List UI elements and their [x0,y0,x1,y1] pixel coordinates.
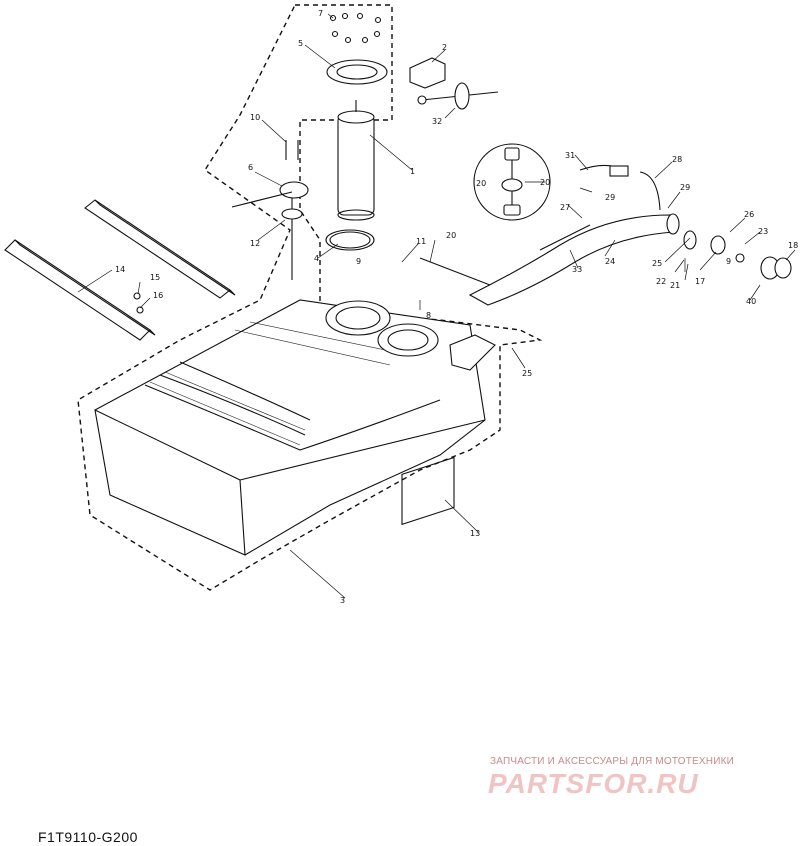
callout-13: 13 [470,529,480,538]
callout-29a: 29 [680,183,690,192]
mounting-rails [4,199,236,341]
callout-21: 21 [670,281,680,290]
callout-4: 4 [314,254,319,263]
callout-7: 7 [318,9,323,18]
callout-12: 12 [250,239,260,248]
callout-32: 32 [432,117,442,126]
filler-cap-parts [683,230,792,280]
callout-11: 11 [416,237,426,246]
fuel-pump [337,100,375,221]
callout-14: 14 [115,265,125,274]
callout-16: 16 [153,291,163,300]
assembly-group-outline [77,4,543,591]
callout-20c: 20 [446,231,456,240]
callout-26: 26 [744,210,754,219]
callout-40: 40 [746,297,756,306]
callout-10: 10 [250,113,260,122]
callout-9b: 9 [726,257,731,266]
watermark-logo: PARTSFOR.RU [488,768,699,799]
bracket [409,57,446,89]
callout-1: 1 [410,167,415,176]
callout-27: 27 [560,203,570,212]
callout-9a: 9 [356,257,361,266]
callout-25b: 25 [522,369,532,378]
callout-5: 5 [298,39,303,48]
callout-15: 15 [150,273,160,282]
drawing-code: F1T9110-G200 [38,829,138,845]
callout-29b: 29 [605,193,615,202]
callout-2: 2 [442,43,447,52]
callout-17: 17 [695,277,705,286]
detail-inset [473,143,551,221]
callout-24: 24 [605,257,615,266]
sender-unit [231,140,309,280]
pump-ring [326,59,388,85]
callout-18: 18 [788,241,798,250]
callout-20b: 20 [476,179,486,188]
callout-22: 22 [656,277,666,286]
watermark-tagline: ЗАПЧАСТИ И АКСЕССУАРЫ ДЛЯ МОТОТЕХНИКИ [490,756,735,767]
long-bolt [417,82,499,110]
callout-28: 28 [672,155,682,164]
callout-20a: 20 [540,178,550,187]
callout-33: 33 [572,265,582,274]
callout-6: 6 [248,163,253,172]
leader-lines [77,13,796,599]
fuel-tank [94,299,486,556]
gasket [325,229,375,251]
label-plate [401,456,455,526]
tank-openings [325,300,496,371]
callout-8: 8 [426,311,431,320]
callout-23: 23 [758,227,768,236]
callout-31: 31 [565,151,575,160]
bolts [329,12,382,44]
filler-neck [419,164,680,306]
callout-25a: 25 [652,259,662,268]
callout-3: 3 [340,596,345,605]
